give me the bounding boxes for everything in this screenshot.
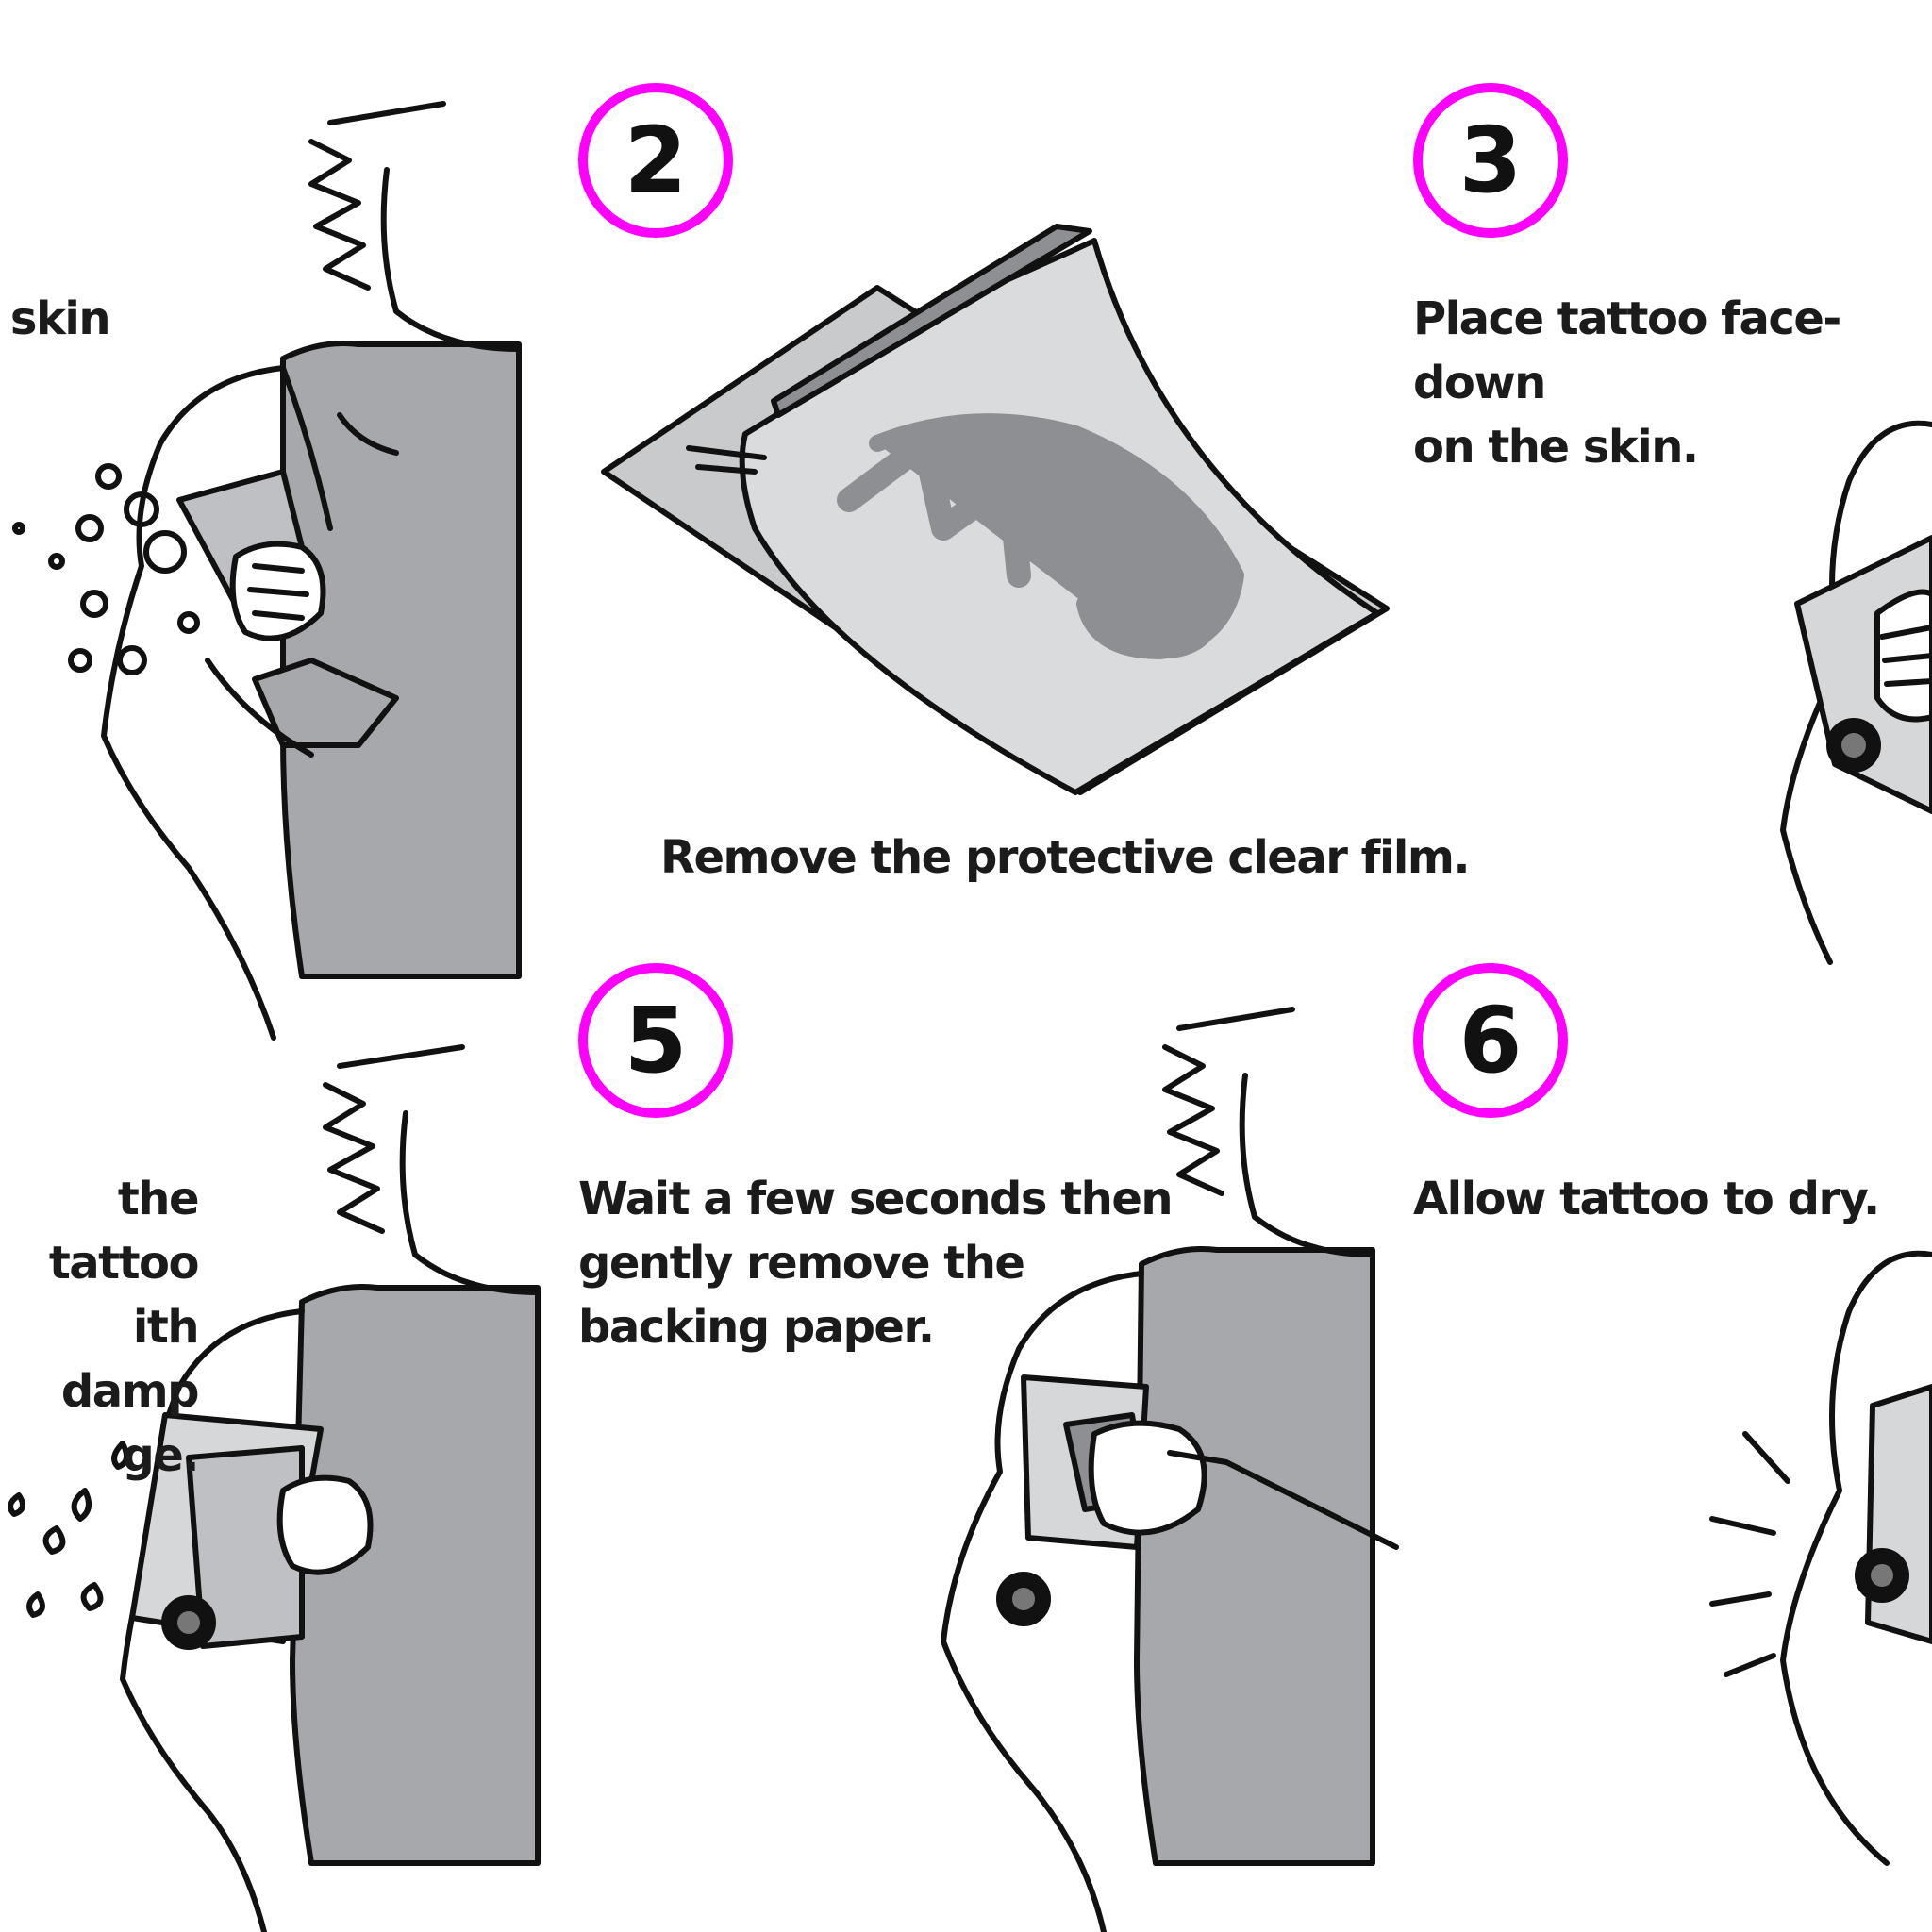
step1-illustration (12, 101, 522, 1041)
step-3-caption: Place tattoo face-down on the skin. (1413, 292, 1841, 474)
step-3-number-badge: 3 (1413, 83, 1568, 238)
step6-illustration (1709, 1250, 1932, 1866)
step-5-caption: Wait a few seconds then gently remove th… (578, 1173, 1174, 1354)
step-1-caption: skin (9, 292, 111, 345)
step4-illustration (8, 1044, 541, 1932)
step2-illustration (601, 224, 1390, 795)
step5-illustration (941, 1007, 1399, 1932)
step-5-number-badge: 5 (578, 963, 733, 1118)
step-4-caption: the tattoo ith damp ge. (48, 1173, 200, 1482)
step-2-caption: Remove the protective clear film. (660, 831, 1471, 884)
step-6-caption: Allow tattoo to dry. (1413, 1173, 1880, 1225)
step3-illustration (1780, 420, 1932, 965)
step-2-number-badge: 2 (578, 83, 733, 238)
step-6-number-badge: 6 (1413, 963, 1568, 1118)
